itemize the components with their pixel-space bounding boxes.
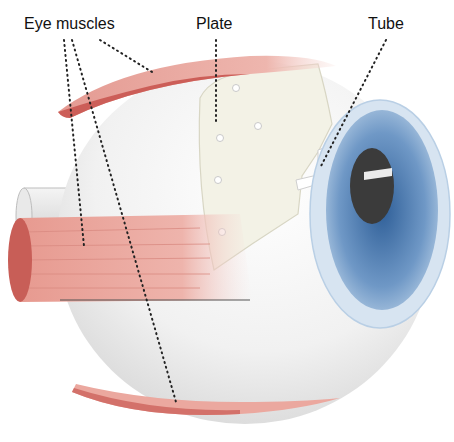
tube-tip — [364, 168, 392, 180]
leader-line — [64, 40, 84, 246]
plate-hole — [215, 177, 222, 184]
leader-line — [72, 40, 176, 402]
muscle-fibre — [24, 258, 210, 260]
muscle-fibre — [24, 274, 210, 275]
muscle-edge — [58, 74, 250, 118]
muscle-shadow — [60, 299, 250, 300]
leader-line — [100, 40, 152, 72]
plate-hole — [255, 123, 262, 130]
muscle-fibre — [24, 228, 200, 232]
muscle-fibre — [24, 288, 200, 289]
iris — [326, 110, 438, 310]
part-label: Tube — [368, 14, 404, 33]
leader-line — [320, 40, 386, 168]
leader-lines — [64, 40, 386, 402]
cornea — [310, 100, 450, 328]
muscle-end — [8, 218, 32, 302]
part-label: Plate — [196, 14, 232, 33]
muscle-fibres — [24, 228, 210, 288]
eye-muscle — [58, 56, 336, 118]
plate-hole — [233, 85, 240, 92]
plate-hole — [217, 135, 224, 142]
part-label: Eye muscles — [24, 14, 115, 33]
plate-holes — [215, 85, 262, 236]
muscle-edge — [72, 388, 240, 415]
leader-line — [215, 40, 217, 122]
pupil — [350, 148, 394, 224]
muscle-fibre — [24, 244, 210, 246]
eye-muscle — [72, 384, 340, 415]
eye-muscle — [20, 214, 252, 302]
